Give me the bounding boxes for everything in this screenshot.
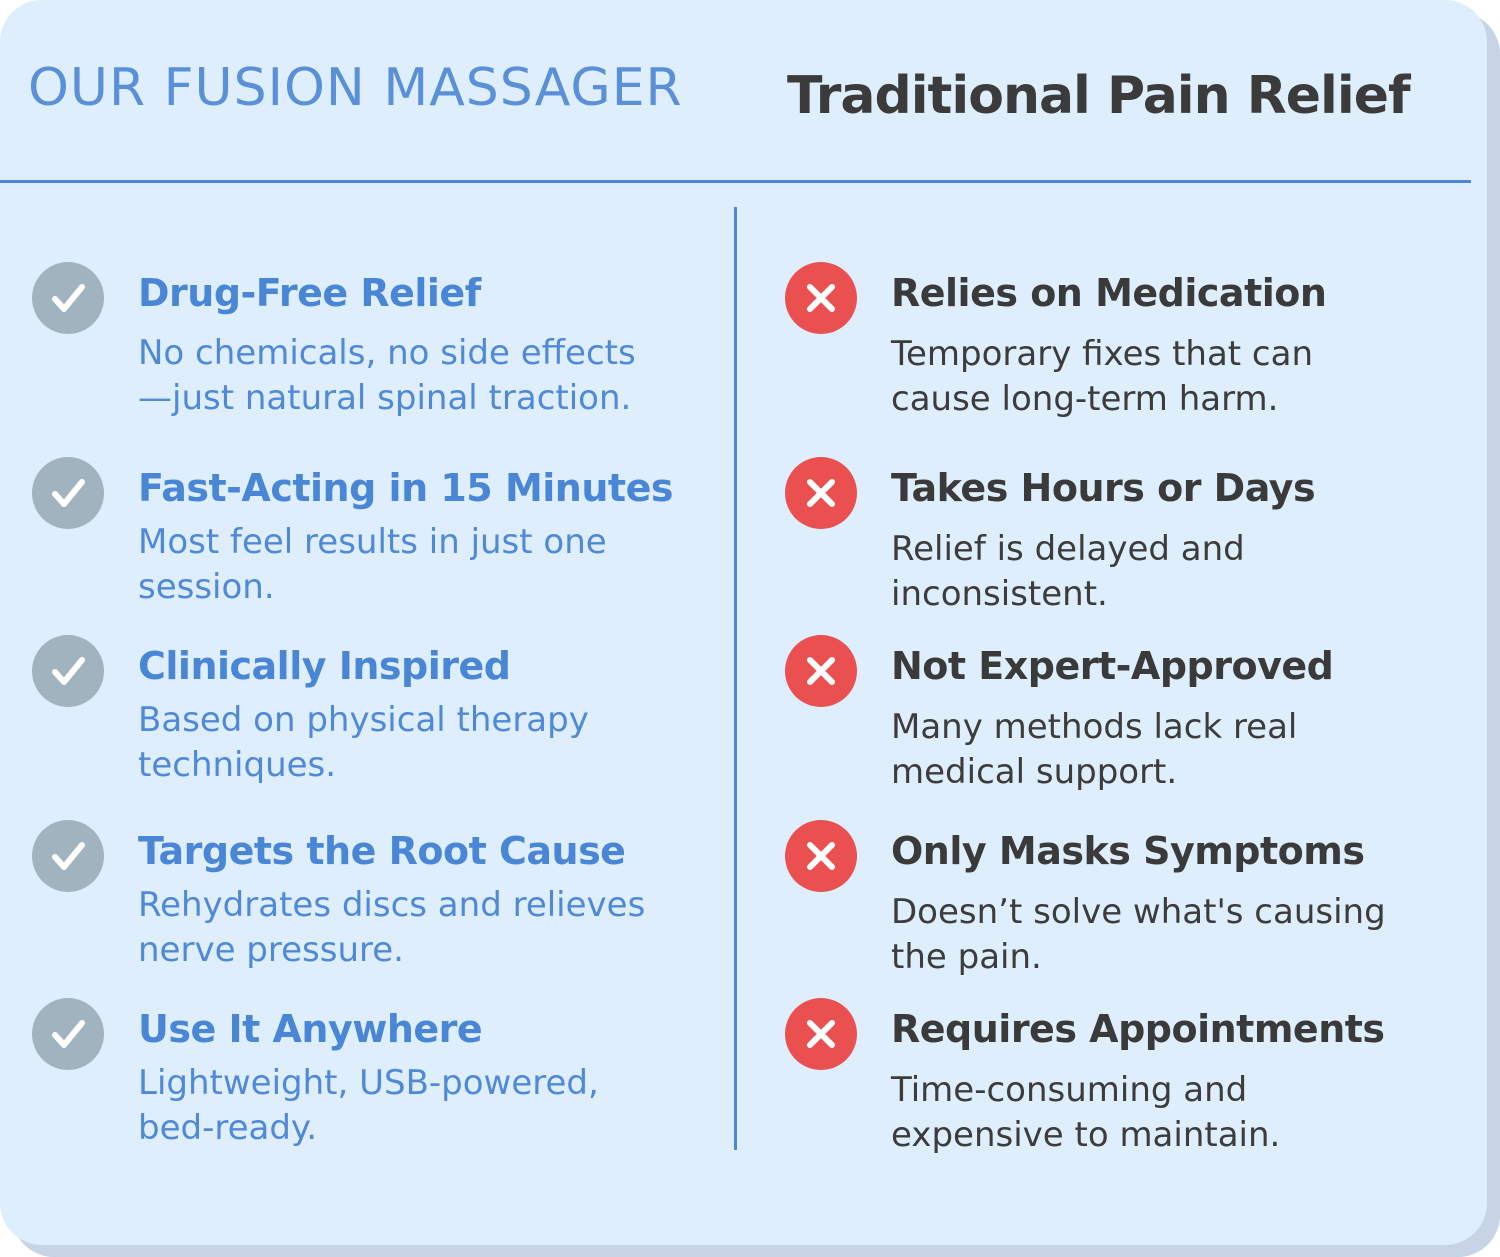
column-divider — [734, 207, 737, 1150]
item-description: No chemicals, no side effects —just natur… — [138, 331, 738, 421]
description-line: Rehydrates discs and relieves — [138, 885, 646, 925]
description-line: Many methods lack real — [891, 707, 1298, 747]
description-line: bed-ready. — [138, 1108, 317, 1148]
check-icon — [32, 262, 104, 334]
description-line: medical support. — [891, 752, 1178, 792]
item-title: Drug-Free Relief — [138, 271, 481, 315]
description-line: expensive to maintain. — [891, 1115, 1281, 1155]
item-title: Takes Hours or Days — [891, 466, 1316, 510]
item-title: Fast-Acting in 15 Minutes — [138, 466, 673, 510]
item-description: Relief is delayed and inconsistent. — [891, 527, 1491, 617]
description-line: Based on physical therapy — [138, 700, 589, 740]
cross-icon — [785, 820, 857, 892]
description-line: Lightweight, USB-powered, — [138, 1063, 599, 1103]
check-icon — [32, 635, 104, 707]
cross-icon — [785, 635, 857, 707]
item-description: Lightweight, USB-powered, bed-ready. — [138, 1061, 738, 1151]
traditional-heading: Traditional Pain Relief — [787, 66, 1411, 126]
item-title: Targets the Root Cause — [138, 829, 626, 873]
item-title: Not Expert-Approved — [891, 644, 1334, 688]
description-line: the pain. — [891, 937, 1042, 977]
item-description: Rehydrates discs and relieves nerve press… — [138, 883, 738, 973]
item-title: Use It Anywhere — [138, 1007, 483, 1051]
description-line: cause long-term harm. — [891, 379, 1279, 419]
item-description: Temporary fixes that can cause long-term … — [891, 332, 1491, 422]
header-divider — [0, 180, 1471, 183]
item-title: Relies on Medication — [891, 271, 1327, 315]
item-description: Time-consuming and expensive to maintain. — [891, 1068, 1491, 1158]
check-icon — [32, 998, 104, 1070]
item-title: Only Masks Symptoms — [891, 829, 1365, 873]
cross-icon — [785, 457, 857, 529]
item-title: Requires Appointments — [891, 1007, 1385, 1051]
description-line: techniques. — [138, 745, 337, 785]
description-line: session. — [138, 567, 275, 607]
check-icon — [32, 820, 104, 892]
item-title: Clinically Inspired — [138, 644, 511, 688]
description-line: nerve pressure. — [138, 930, 404, 970]
item-description: Based on physical therapy techniques. — [138, 698, 738, 788]
description-line: inconsistent. — [891, 574, 1108, 614]
item-description: Doesn’t solve what's causing the pain. — [891, 890, 1491, 980]
cross-icon — [785, 262, 857, 334]
description-line: No chemicals, no side effects — [138, 333, 636, 373]
cross-icon — [785, 998, 857, 1070]
description-line: Most feel results in just one — [138, 522, 607, 562]
check-icon — [32, 457, 104, 529]
description-line: Time-consuming and — [891, 1070, 1248, 1110]
description-line: Relief is delayed and — [891, 529, 1245, 569]
description-line: Doesn’t solve what's causing — [891, 892, 1386, 932]
item-description: Many methods lack real medical support. — [891, 705, 1491, 795]
item-description: Most feel results in just one session. — [138, 520, 738, 610]
description-line: —just natural spinal traction. — [138, 378, 632, 418]
description-line: Temporary fixes that can — [891, 334, 1313, 374]
our-product-heading: OUR FUSION MASSAGER — [28, 58, 683, 118]
